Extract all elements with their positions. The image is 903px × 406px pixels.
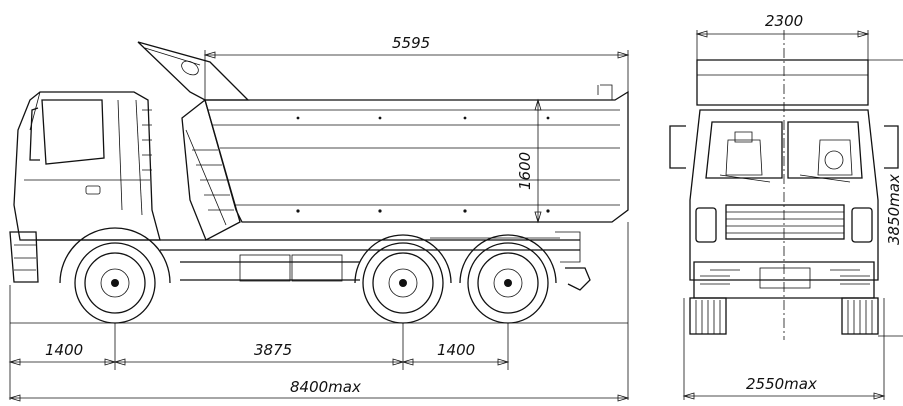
cab [9,91,161,283]
overall-width-label: 2550max [746,375,817,393]
raised-front-panel [137,41,250,101]
track-width-label: 2300 [765,12,803,30]
front-cab [669,109,899,299]
front-wheel [59,227,171,324]
dim-body-length: 5595 [203,34,630,100]
front-view: 2300 2550max 3850max [669,12,903,400]
body-front-frame [181,98,241,241]
wheelbase-rear-label: 1400 [437,341,475,359]
dim-axle-spacing: 1400 3875 1400 [8,285,510,400]
overall-height-label: 3850max [885,174,903,245]
wheelbase-front-label: 3875 [254,341,292,359]
front-tires [689,297,879,335]
dim-overall-width: 2550max [682,298,886,400]
front-overhang-label: 1400 [45,341,83,359]
overall-length-label: 8400max [290,378,361,396]
rear-wheel-1 [354,234,452,324]
rear-wheel-2 [459,234,557,324]
side-view: 5595 1600 1400 3875 1400 [8,34,630,402]
dim-body-height: 1600 [516,98,542,224]
dim-overall-height: 3850max [868,59,903,337]
body-length-label: 5595 [392,34,430,52]
front-body-outline [696,59,869,106]
chassis-frame [36,231,591,291]
dump-body [204,84,629,223]
dim-overall-length: 8400max [8,222,630,402]
dim-track-width: 2300 [695,12,870,60]
body-height-label: 1600 [516,152,534,190]
